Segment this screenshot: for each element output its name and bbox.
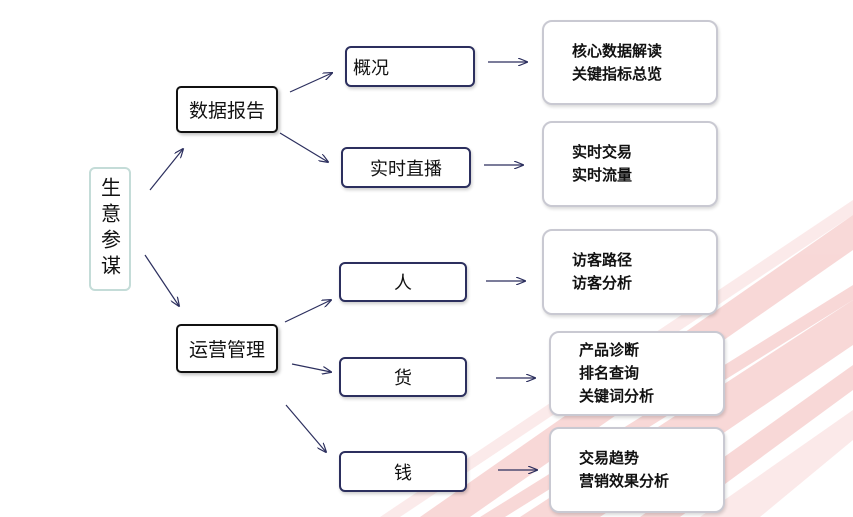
- detail-realtime: 实时交易 实时流量: [542, 121, 718, 207]
- detail-item: 关键词分析: [579, 387, 655, 405]
- detail-item: 产品诊断: [579, 341, 640, 359]
- module-overview: 概况: [345, 46, 475, 87]
- detail-item: 关键指标总览: [572, 64, 663, 83]
- detail-item: 访客分析: [572, 274, 633, 292]
- detail-goods: 产品诊断 排名查询 关键词分析: [549, 331, 725, 416]
- module-goods: 货: [339, 357, 467, 397]
- detail-item: 实时流量: [572, 166, 633, 184]
- detail-item: 排名查询: [579, 364, 640, 382]
- detail-item: 访客路径: [572, 251, 633, 269]
- module-money: 钱: [339, 451, 467, 492]
- detail-item: 营销效果分析: [579, 472, 670, 490]
- root-node: 生意参谋: [89, 167, 131, 291]
- detail-people: 访客路径 访客分析: [542, 229, 718, 315]
- category-operations: 运营管理: [176, 324, 278, 373]
- detail-money: 交易趋势 营销效果分析: [549, 427, 725, 513]
- module-realtime: 实时直播: [341, 147, 471, 188]
- detail-item: 核心数据解读: [572, 41, 663, 60]
- detail-item: 交易趋势: [579, 449, 640, 467]
- arrow-ops-to-people: [284, 300, 331, 323]
- arrow-root-to-data-report: [149, 149, 183, 191]
- detail-overview: 核心数据解读 关键指标总览: [542, 20, 718, 105]
- category-data-report: 数据报告: [176, 86, 278, 133]
- arrow-root-to-operations: [144, 254, 179, 306]
- detail-item: 实时交易: [572, 143, 633, 161]
- arrow-ops-to-money: [285, 404, 326, 452]
- arrow-ops-to-goods: [291, 363, 331, 372]
- arrow-report-to-overview: [289, 73, 332, 93]
- module-people: 人: [339, 262, 467, 302]
- arrow-report-to-realtime: [279, 132, 328, 162]
